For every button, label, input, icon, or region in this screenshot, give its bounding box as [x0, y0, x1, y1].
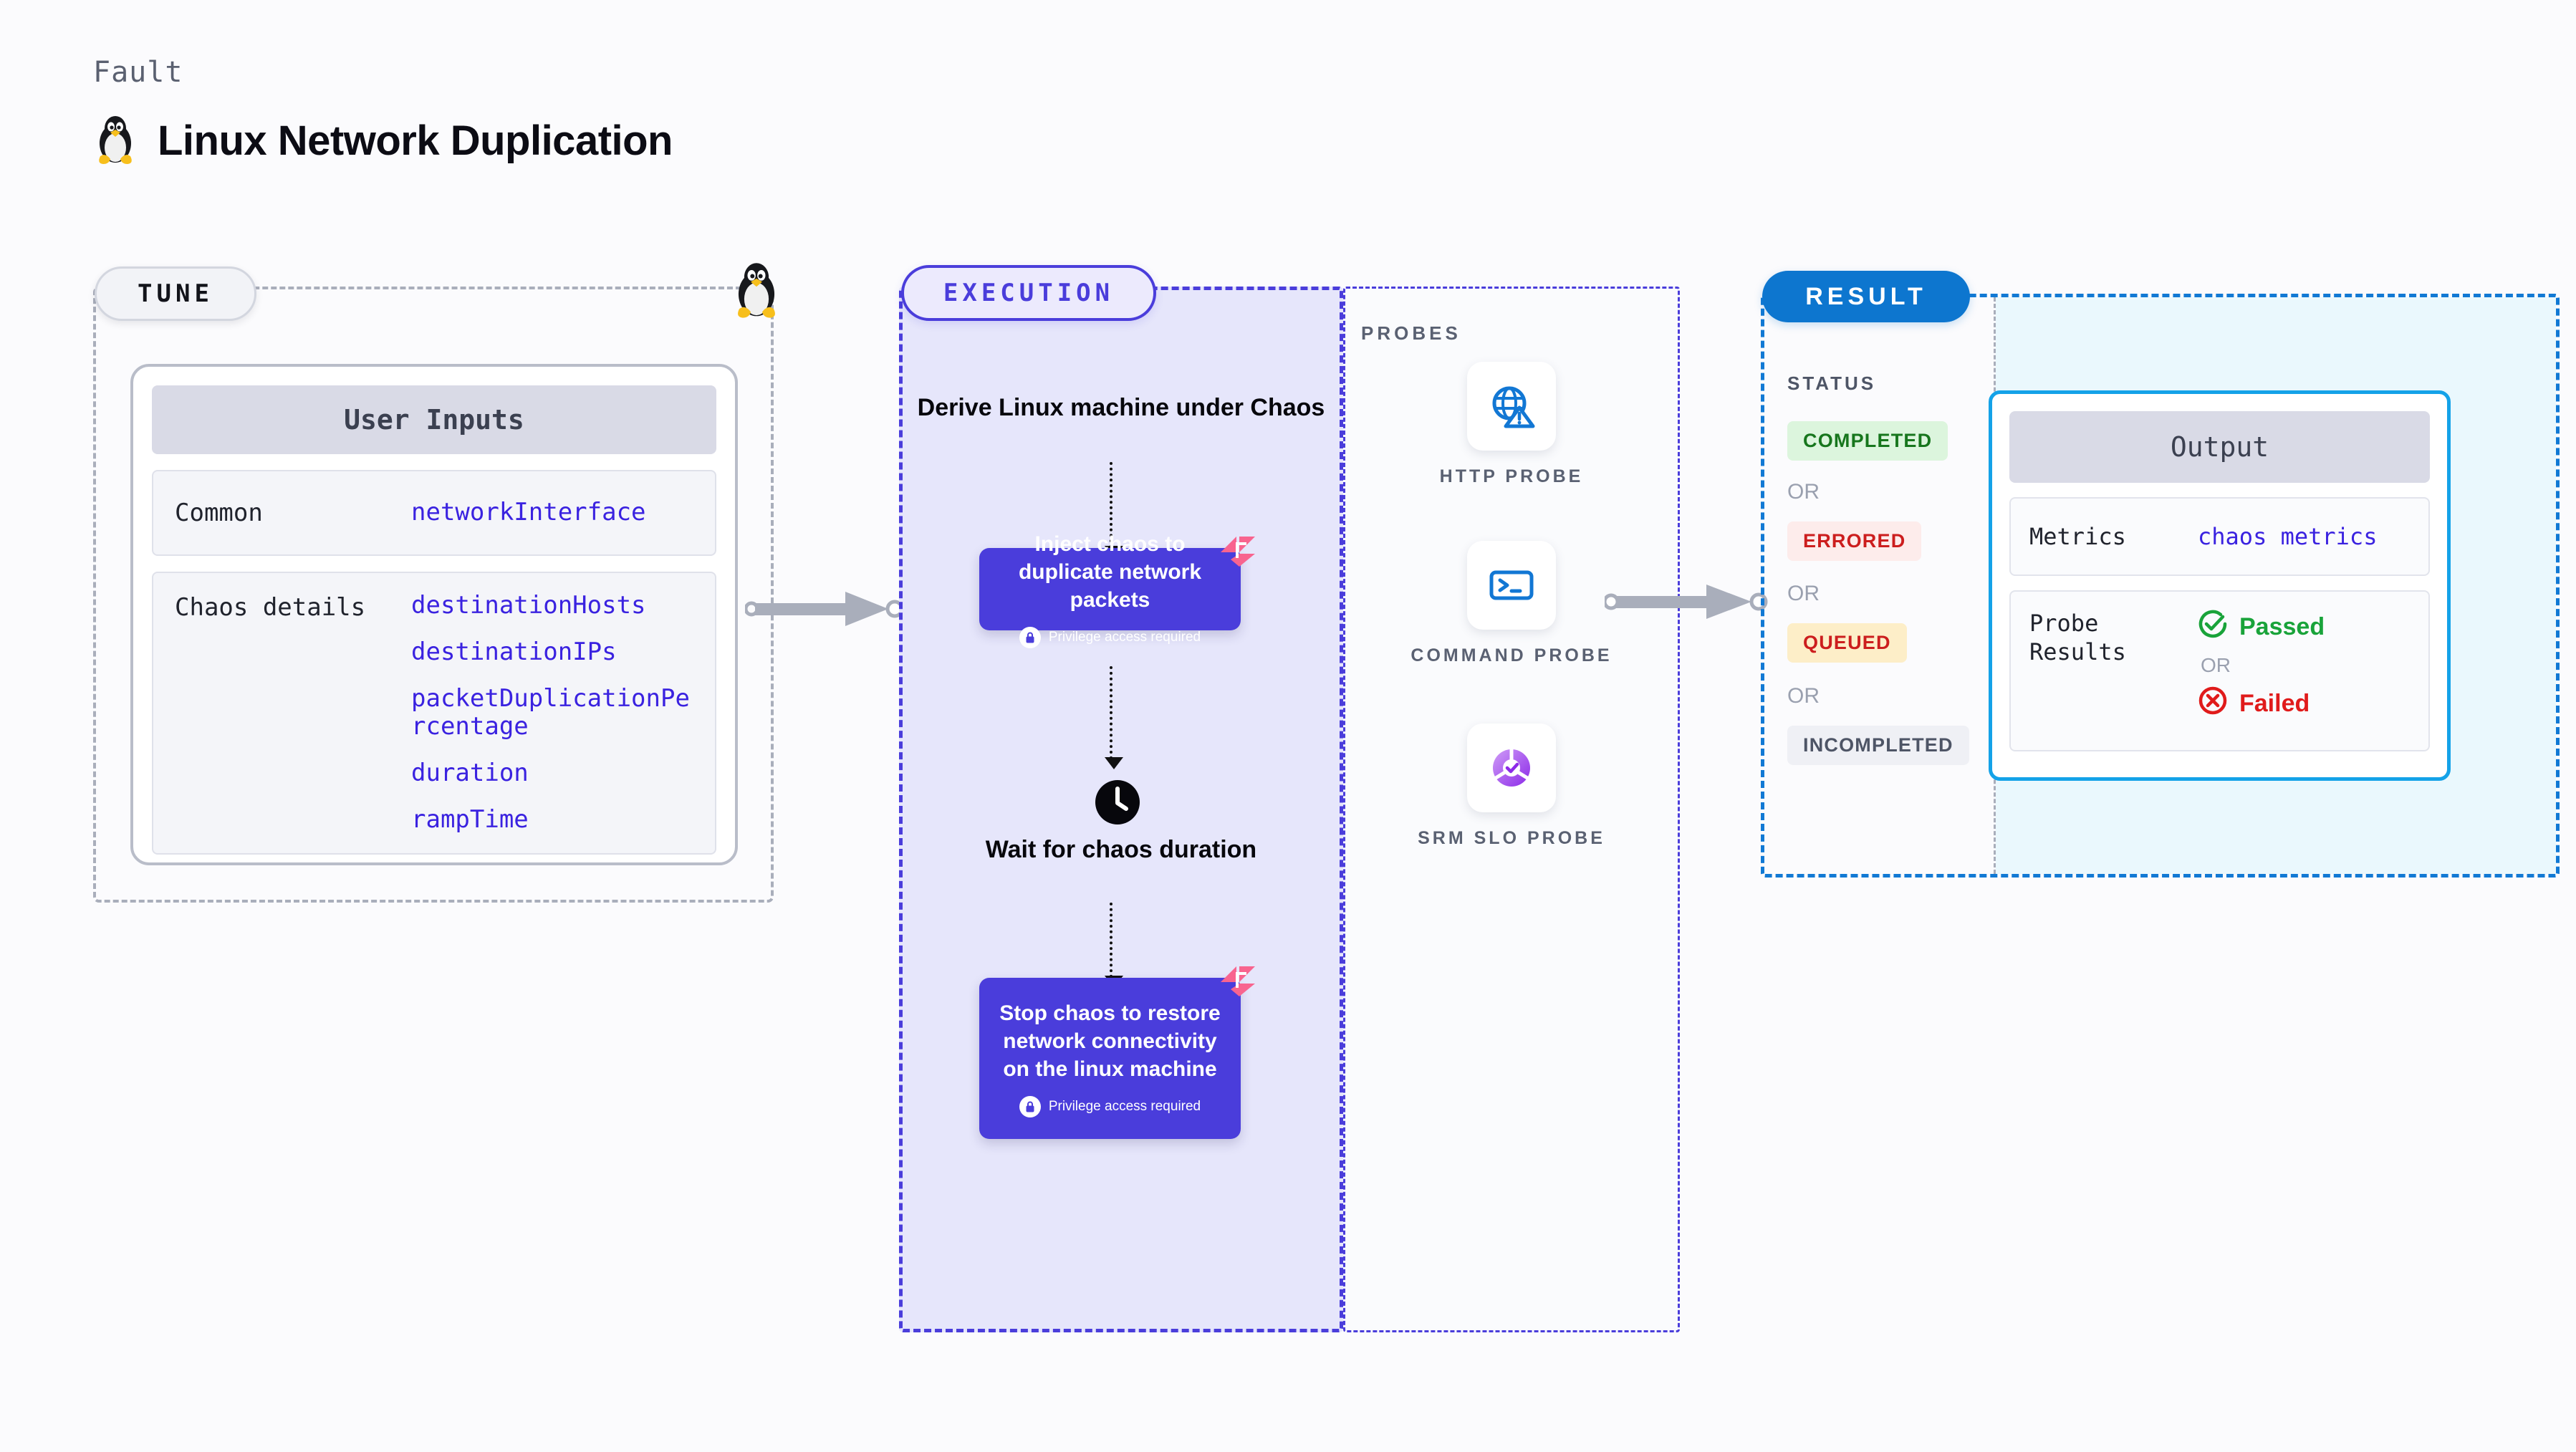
- execution-badge: EXECUTION: [901, 265, 1156, 321]
- tune-row-chaos-details: Chaos details destinationHosts destinati…: [152, 572, 716, 855]
- page-title: Linux Network Duplication: [158, 117, 673, 164]
- slo-donut-check-icon: [1467, 723, 1556, 812]
- probe-item-command[interactable]: COMMAND PROBE: [1343, 541, 1680, 668]
- status-badge-errored: ERRORED: [1787, 521, 1922, 561]
- globe-warning-icon: [1467, 362, 1556, 451]
- status-or-label: OR: [1787, 480, 1820, 504]
- probes-section-label: PROBES: [1361, 322, 1461, 344]
- tune-param[interactable]: rampTime: [411, 805, 529, 835]
- privilege-note: Privilege access required: [1019, 1096, 1201, 1117]
- execution-step-inject-label: Inject chaos to duplicate network packet…: [1018, 532, 1202, 612]
- output-probe-results-label: Probe Results: [2029, 610, 2126, 665]
- execution-step-inject-box[interactable]: Inject chaos to duplicate network packet…: [979, 532, 1255, 648]
- status-badge-completed: COMPLETED: [1787, 421, 1948, 461]
- connector-arrow-execution-to-result: [1602, 580, 1777, 627]
- check-circle-icon: [2198, 609, 2228, 645]
- privilege-note-label: Privilege access required: [1048, 1099, 1201, 1114]
- user-inputs-card: User Inputs Common networkInterface Chao…: [130, 364, 738, 865]
- probe-label: SRM SLO PROBE: [1418, 828, 1605, 848]
- probe-result-or-label: OR: [2201, 654, 2231, 676]
- probe-result-failed-label: Failed: [2239, 690, 2310, 717]
- flow-arrow-down: [1105, 666, 1123, 769]
- probe-result-passed-label: Passed: [2239, 613, 2325, 640]
- user-inputs-title: User Inputs: [152, 385, 716, 454]
- execution-step-wait: Wait for chaos duration: [985, 836, 1257, 863]
- lock-icon: [1019, 1096, 1041, 1117]
- tune-param[interactable]: networkInterface: [411, 498, 646, 527]
- result-panel: [1761, 294, 2560, 878]
- tune-badge: TUNE: [95, 266, 256, 321]
- execution-step-derive: Derive Linux machine under Chaos: [917, 394, 1325, 421]
- execution-step-stop-label: Stop chaos to restore network connectivi…: [999, 1001, 1221, 1081]
- output-card: Output Metrics chaos metrics Probe Resul…: [1989, 390, 2451, 781]
- x-circle-icon: [2198, 686, 2228, 722]
- probe-result-passed: Passed: [2198, 609, 2325, 645]
- tune-panel: [93, 287, 774, 903]
- clock-icon: [1094, 779, 1141, 826]
- tune-param[interactable]: duration: [411, 759, 529, 788]
- result-badge: RESULT: [1762, 271, 1970, 322]
- terminal-icon: [1467, 541, 1556, 630]
- connector-arrow-tune-to-execution: [744, 587, 910, 634]
- privilege-note: Privilege access required: [1019, 627, 1201, 648]
- linux-tux-icon: [93, 115, 138, 166]
- tune-row-label: Common: [175, 499, 263, 527]
- output-metrics-value[interactable]: chaos metrics: [2198, 523, 2378, 550]
- status-or-label: OR: [1787, 582, 1820, 605]
- page-title-row: Linux Network Duplication: [93, 115, 673, 166]
- output-title: Output: [2009, 411, 2430, 483]
- status-badge-queued: QUEUED: [1787, 623, 1907, 663]
- execution-step-stop-box[interactable]: Stop chaos to restore network connectivi…: [979, 966, 1255, 1139]
- probe-label: COMMAND PROBE: [1410, 645, 1613, 665]
- privilege-note-label: Privilege access required: [1048, 630, 1201, 645]
- chaos-corner-badge-icon: [1218, 534, 1258, 569]
- tune-param[interactable]: destinationHosts: [411, 591, 646, 620]
- page-kicker-label: Fault: [93, 56, 183, 89]
- linux-tux-icon-connector: [731, 261, 782, 320]
- output-row-probe-results: Probe Results Passed OR: [2009, 590, 2430, 751]
- status-section-label: STATUS: [1787, 372, 1877, 394]
- flow-arrow-down: [1105, 903, 1123, 988]
- tune-param[interactable]: packetDuplicationPercentage: [411, 684, 690, 741]
- status-or-label: OR: [1787, 684, 1820, 708]
- output-metrics-label: Metrics: [2029, 523, 2126, 550]
- tune-row-label: Chaos details: [175, 593, 366, 622]
- probe-result-failed: Failed: [2198, 686, 2325, 722]
- status-badge-incompleted: INCOMPLETED: [1787, 726, 1969, 765]
- probe-item-srm-slo[interactable]: SRM SLO PROBE: [1343, 723, 1680, 851]
- probe-item-http[interactable]: HTTP PROBE: [1343, 362, 1680, 489]
- chaos-corner-badge-icon: [1218, 963, 1258, 999]
- lock-icon: [1019, 627, 1041, 648]
- output-row-metrics: Metrics chaos metrics: [2009, 497, 2430, 576]
- tune-row-common: Common networkInterface: [152, 470, 716, 556]
- tune-param[interactable]: destinationIPs: [411, 638, 617, 667]
- probe-label: HTTP PROBE: [1439, 466, 1584, 486]
